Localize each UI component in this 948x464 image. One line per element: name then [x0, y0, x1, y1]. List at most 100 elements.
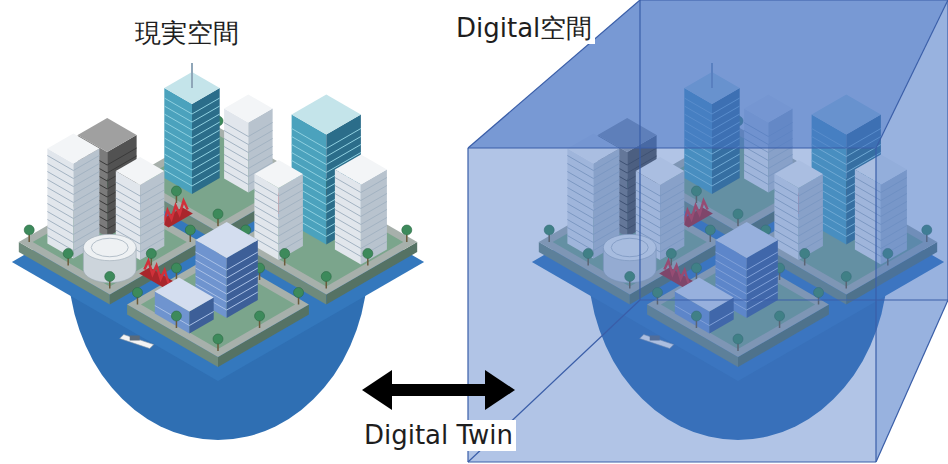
building-top-face — [47, 134, 99, 164]
building-top-face — [224, 95, 273, 123]
space-panel: Digital空間 — [515, 60, 943, 460]
window-row — [279, 190, 303, 204]
cube-edge — [876, 300, 948, 462]
window-row — [335, 186, 361, 201]
window-row — [164, 154, 192, 170]
window-row — [227, 276, 258, 294]
building-top-face — [116, 157, 165, 185]
window-row — [361, 226, 387, 241]
window-row — [224, 131, 248, 145]
tree-crown — [171, 186, 181, 196]
building-left-face — [254, 174, 278, 260]
window-row — [248, 123, 272, 137]
tower-spire — [191, 63, 193, 88]
bridge-truss — [163, 201, 187, 224]
window-row — [254, 190, 278, 204]
building-right-face — [192, 88, 220, 194]
window-row — [335, 202, 361, 217]
window-row — [254, 182, 278, 196]
window-row — [326, 137, 361, 157]
window-row — [192, 170, 220, 186]
cube-edge — [876, 0, 948, 148]
window-row — [47, 164, 73, 179]
window-row — [361, 194, 387, 209]
window-row — [73, 180, 99, 195]
window-row — [361, 202, 387, 217]
space-panel: 現実空間 — [12, 92, 362, 447]
window-row — [292, 129, 327, 149]
tree-crown — [105, 272, 115, 282]
cube-edge — [468, 147, 876, 148]
window-row — [227, 284, 258, 302]
window-row — [140, 230, 164, 244]
building-left-face — [164, 88, 192, 194]
window-row — [279, 198, 303, 212]
window-row — [73, 172, 99, 187]
window-row — [189, 312, 213, 326]
window-row — [335, 234, 361, 249]
tree-crown — [185, 225, 195, 235]
building-left-face — [224, 109, 248, 193]
window-row — [335, 194, 361, 209]
window-row — [279, 182, 303, 196]
window-row — [335, 210, 361, 225]
window-row — [164, 114, 192, 130]
double-arrow — [377, 384, 500, 396]
window-row — [116, 206, 140, 220]
tree-crown — [63, 249, 73, 259]
window-row — [47, 180, 73, 195]
window-row — [248, 139, 272, 153]
window-row — [164, 146, 192, 162]
window-row — [227, 252, 258, 270]
window-row — [140, 190, 164, 204]
window-row — [47, 212, 73, 227]
window-row — [292, 145, 327, 165]
digital-space-cube — [468, 0, 948, 462]
window-row — [254, 230, 278, 244]
window-row — [224, 171, 248, 185]
window-row — [47, 172, 73, 187]
window-row — [73, 156, 99, 171]
window-row — [116, 222, 140, 236]
window-row — [361, 178, 387, 193]
building-top-face — [335, 155, 387, 185]
tree-crown — [363, 249, 373, 259]
tree-crown — [213, 209, 223, 219]
window-row — [361, 218, 387, 233]
window-row — [254, 214, 278, 228]
window-row — [192, 146, 220, 162]
edge-label: Digital Twin — [361, 420, 516, 451]
window-row — [361, 186, 387, 201]
window-row — [192, 130, 220, 146]
window-row — [116, 190, 140, 204]
cube-side-face — [876, 0, 948, 462]
cube-front-face — [468, 148, 876, 462]
window-row — [279, 222, 303, 236]
window-row — [192, 122, 220, 138]
window-row — [47, 236, 73, 251]
boat-hull — [120, 335, 154, 349]
tree-crown — [255, 311, 265, 321]
bridge-truss — [144, 261, 168, 284]
window-row — [47, 228, 73, 243]
building-right-face — [361, 170, 387, 265]
tree-crown — [402, 225, 412, 235]
window-row — [195, 252, 226, 270]
window-row — [254, 238, 278, 252]
tree-crown — [171, 311, 181, 321]
building-left-face — [335, 170, 361, 265]
window-row — [47, 220, 73, 235]
window-row — [140, 206, 164, 220]
window-row — [292, 153, 327, 173]
window-row — [116, 182, 140, 196]
cube-edge — [875, 148, 876, 462]
cube-edge — [468, 461, 876, 462]
building-top-face — [196, 222, 258, 258]
window-row — [292, 137, 327, 157]
window-row — [195, 268, 226, 286]
tree-crown — [171, 263, 181, 273]
window-row — [279, 206, 303, 220]
window-row — [73, 204, 99, 219]
window-row — [164, 162, 192, 178]
